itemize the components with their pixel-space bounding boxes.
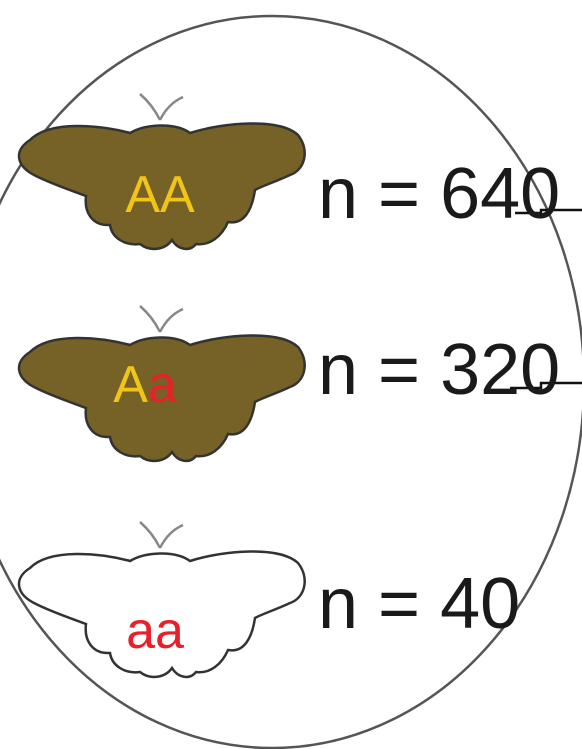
genotype-label: aa xyxy=(126,602,184,660)
moth-aa-recessive: aa xyxy=(17,521,306,679)
moth-aa-dominant: AA xyxy=(17,93,306,251)
connector-line-top xyxy=(515,208,582,215)
antennae-icon xyxy=(139,521,184,549)
connector-line-middle xyxy=(510,381,582,390)
genotype-label: Aa xyxy=(113,356,177,414)
count-label-40: n = 40 xyxy=(318,564,520,644)
count-label-640: n = 640 xyxy=(318,154,560,234)
moth-wings-icon xyxy=(17,122,306,251)
moth-wings-icon xyxy=(17,550,306,679)
moth-heterozygous: Aa xyxy=(17,305,306,463)
count-label-320: n = 320 xyxy=(318,330,560,410)
antennae-icon xyxy=(139,93,184,121)
antennae-icon xyxy=(139,305,184,333)
moth-wings-icon xyxy=(17,334,306,463)
genotype-label: AA xyxy=(125,166,195,224)
population-circle xyxy=(0,14,582,749)
